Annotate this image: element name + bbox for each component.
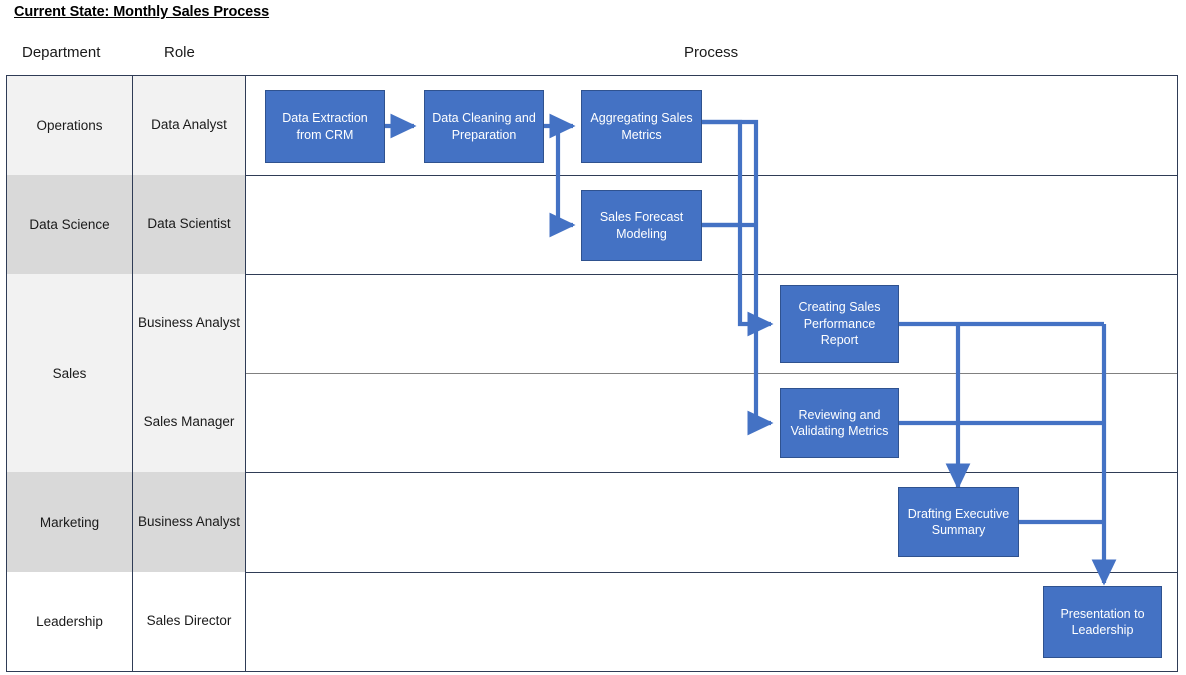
column-header-role: Role xyxy=(164,44,195,61)
dept-cell-marketing: Marketing xyxy=(7,472,133,572)
dept-cell-data-science: Data Science xyxy=(7,175,133,274)
lane-divider-4 xyxy=(7,472,1177,473)
process-box-aggregating-metrics[interactable]: Aggregating Sales Metrics xyxy=(581,90,702,163)
role-cell-sales-director: Sales Director xyxy=(133,572,246,671)
swimlane-grid: Operations Data Analyst Data Science Dat… xyxy=(6,75,1178,672)
role-cell-data-scientist: Data Scientist xyxy=(133,175,246,274)
role-cell-sales-manager: Sales Manager xyxy=(133,373,246,472)
process-box-data-cleaning[interactable]: Data Cleaning and Preparation xyxy=(424,90,544,163)
role-cell-business-analyst-sales: Business Analyst xyxy=(133,274,246,373)
process-box-creating-report[interactable]: Creating Sales Performance Report xyxy=(780,285,899,363)
role-cell-data-analyst: Data Analyst xyxy=(133,76,246,175)
process-box-drafting-summary[interactable]: Drafting Executive Summary xyxy=(898,487,1019,557)
lane-divider-5 xyxy=(7,572,1177,573)
role-cell-business-analyst-marketing: Business Analyst xyxy=(133,472,246,572)
column-header-process: Process xyxy=(684,44,739,61)
process-box-sales-forecast[interactable]: Sales Forecast Modeling xyxy=(581,190,702,261)
process-box-reviewing-metrics[interactable]: Reviewing and Validating Metrics xyxy=(780,388,899,458)
lane-divider-2 xyxy=(7,274,1177,275)
column-header-department: Department xyxy=(22,44,101,61)
page-title: Current State: Monthly Sales Process xyxy=(14,4,270,20)
process-box-presentation[interactable]: Presentation to Leadership xyxy=(1043,586,1162,658)
lane-divider-3 xyxy=(246,373,1177,374)
process-box-data-extraction[interactable]: Data Extraction from CRM xyxy=(265,90,385,163)
dept-cell-sales: Sales xyxy=(7,274,133,472)
lane-divider-1 xyxy=(7,175,1177,176)
dept-cell-operations: Operations xyxy=(7,76,133,175)
dept-cell-leadership: Leadership xyxy=(7,572,133,671)
